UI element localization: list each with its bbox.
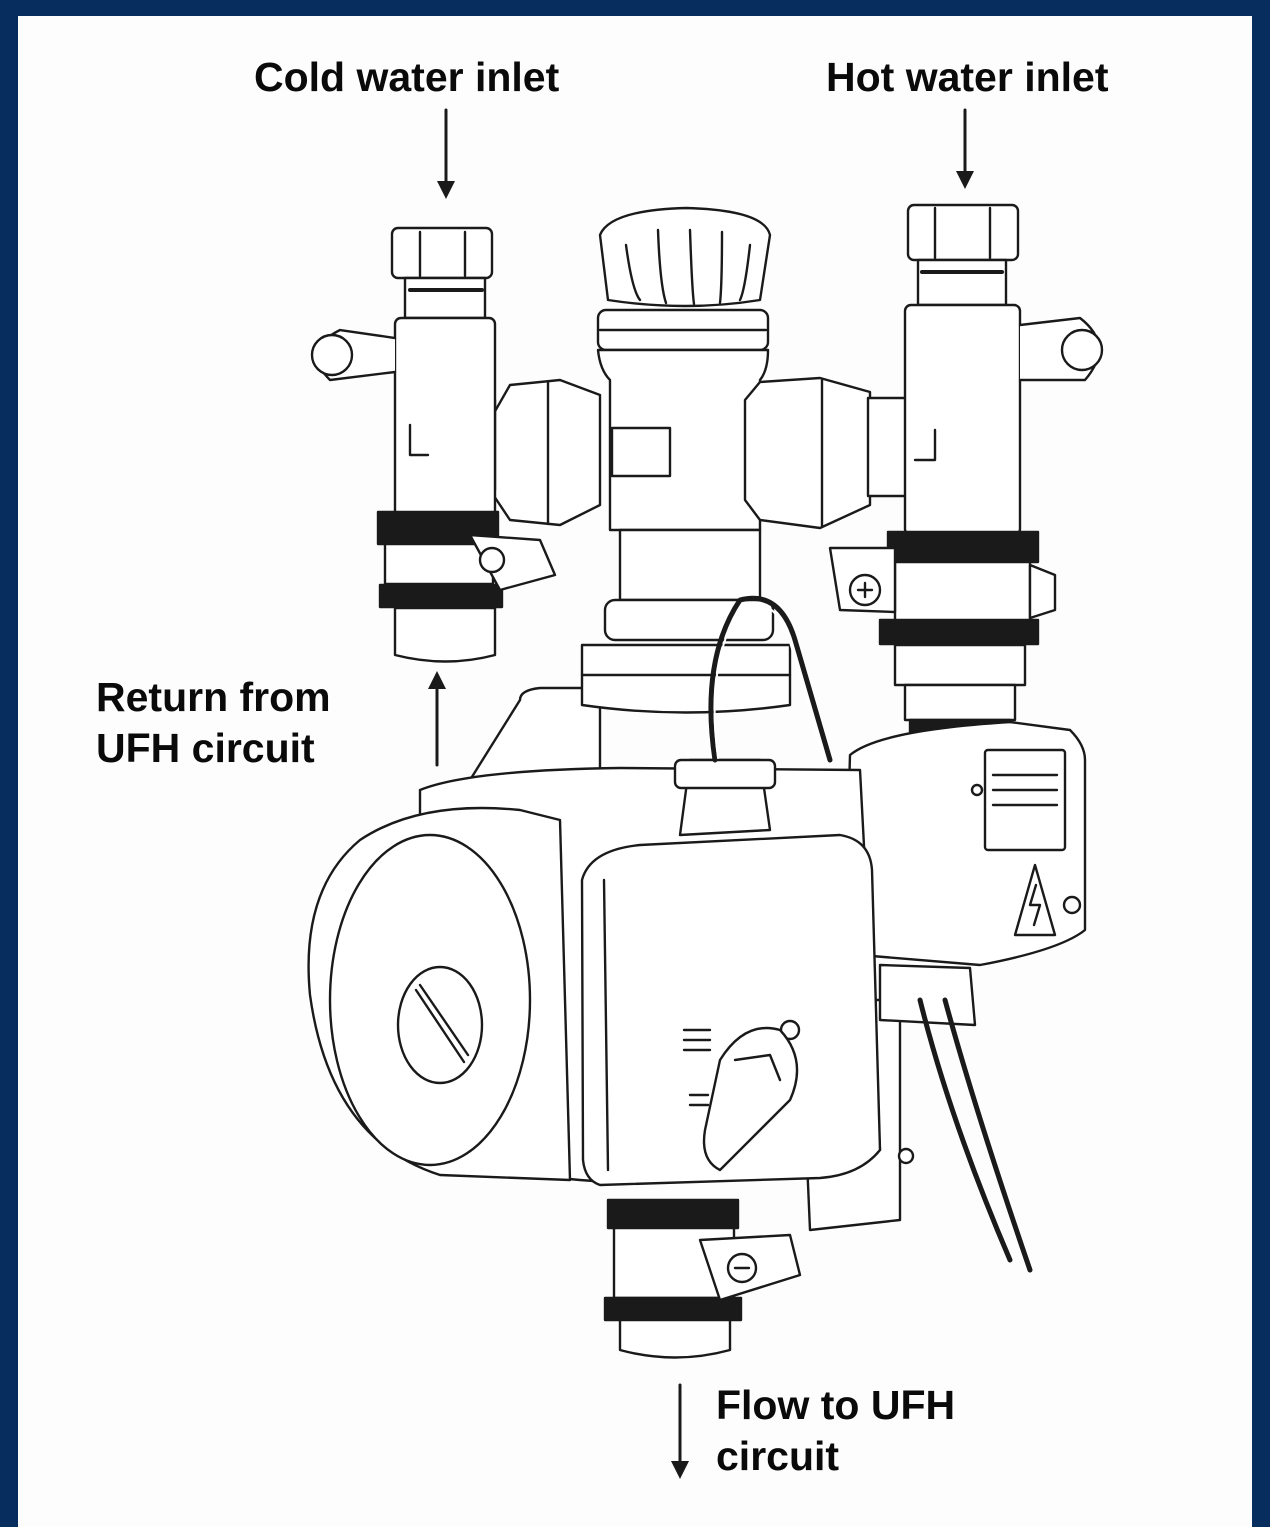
pump-cable [673, 595, 1033, 1273]
right-union-nut [743, 376, 930, 530]
cold-check-valve [310, 226, 557, 663]
return-from-ufh-label: Return from UFH circuit [96, 674, 331, 772]
wiring-box [843, 720, 1087, 1027]
flow-to-ufh-label: Flow to UFH circuit [716, 1382, 956, 1480]
warning-triangle-icon [1013, 863, 1057, 937]
hot-check-valve [828, 203, 1104, 744]
diagram-frame: Cold water inlet Hot water inlet Return … [18, 16, 1252, 1527]
hot-water-inlet-label: Hot water inlet [826, 54, 1109, 100]
cold-water-inlet-label: Cold water inlet [254, 54, 560, 100]
mixing-valve [580, 308, 792, 714]
temperature-control-knob [598, 206, 772, 308]
mixing-valve-pump-diagram [307, 108, 1104, 1479]
pump-terminal-box [580, 833, 882, 1187]
flow-outlet-fitting [603, 1198, 802, 1359]
